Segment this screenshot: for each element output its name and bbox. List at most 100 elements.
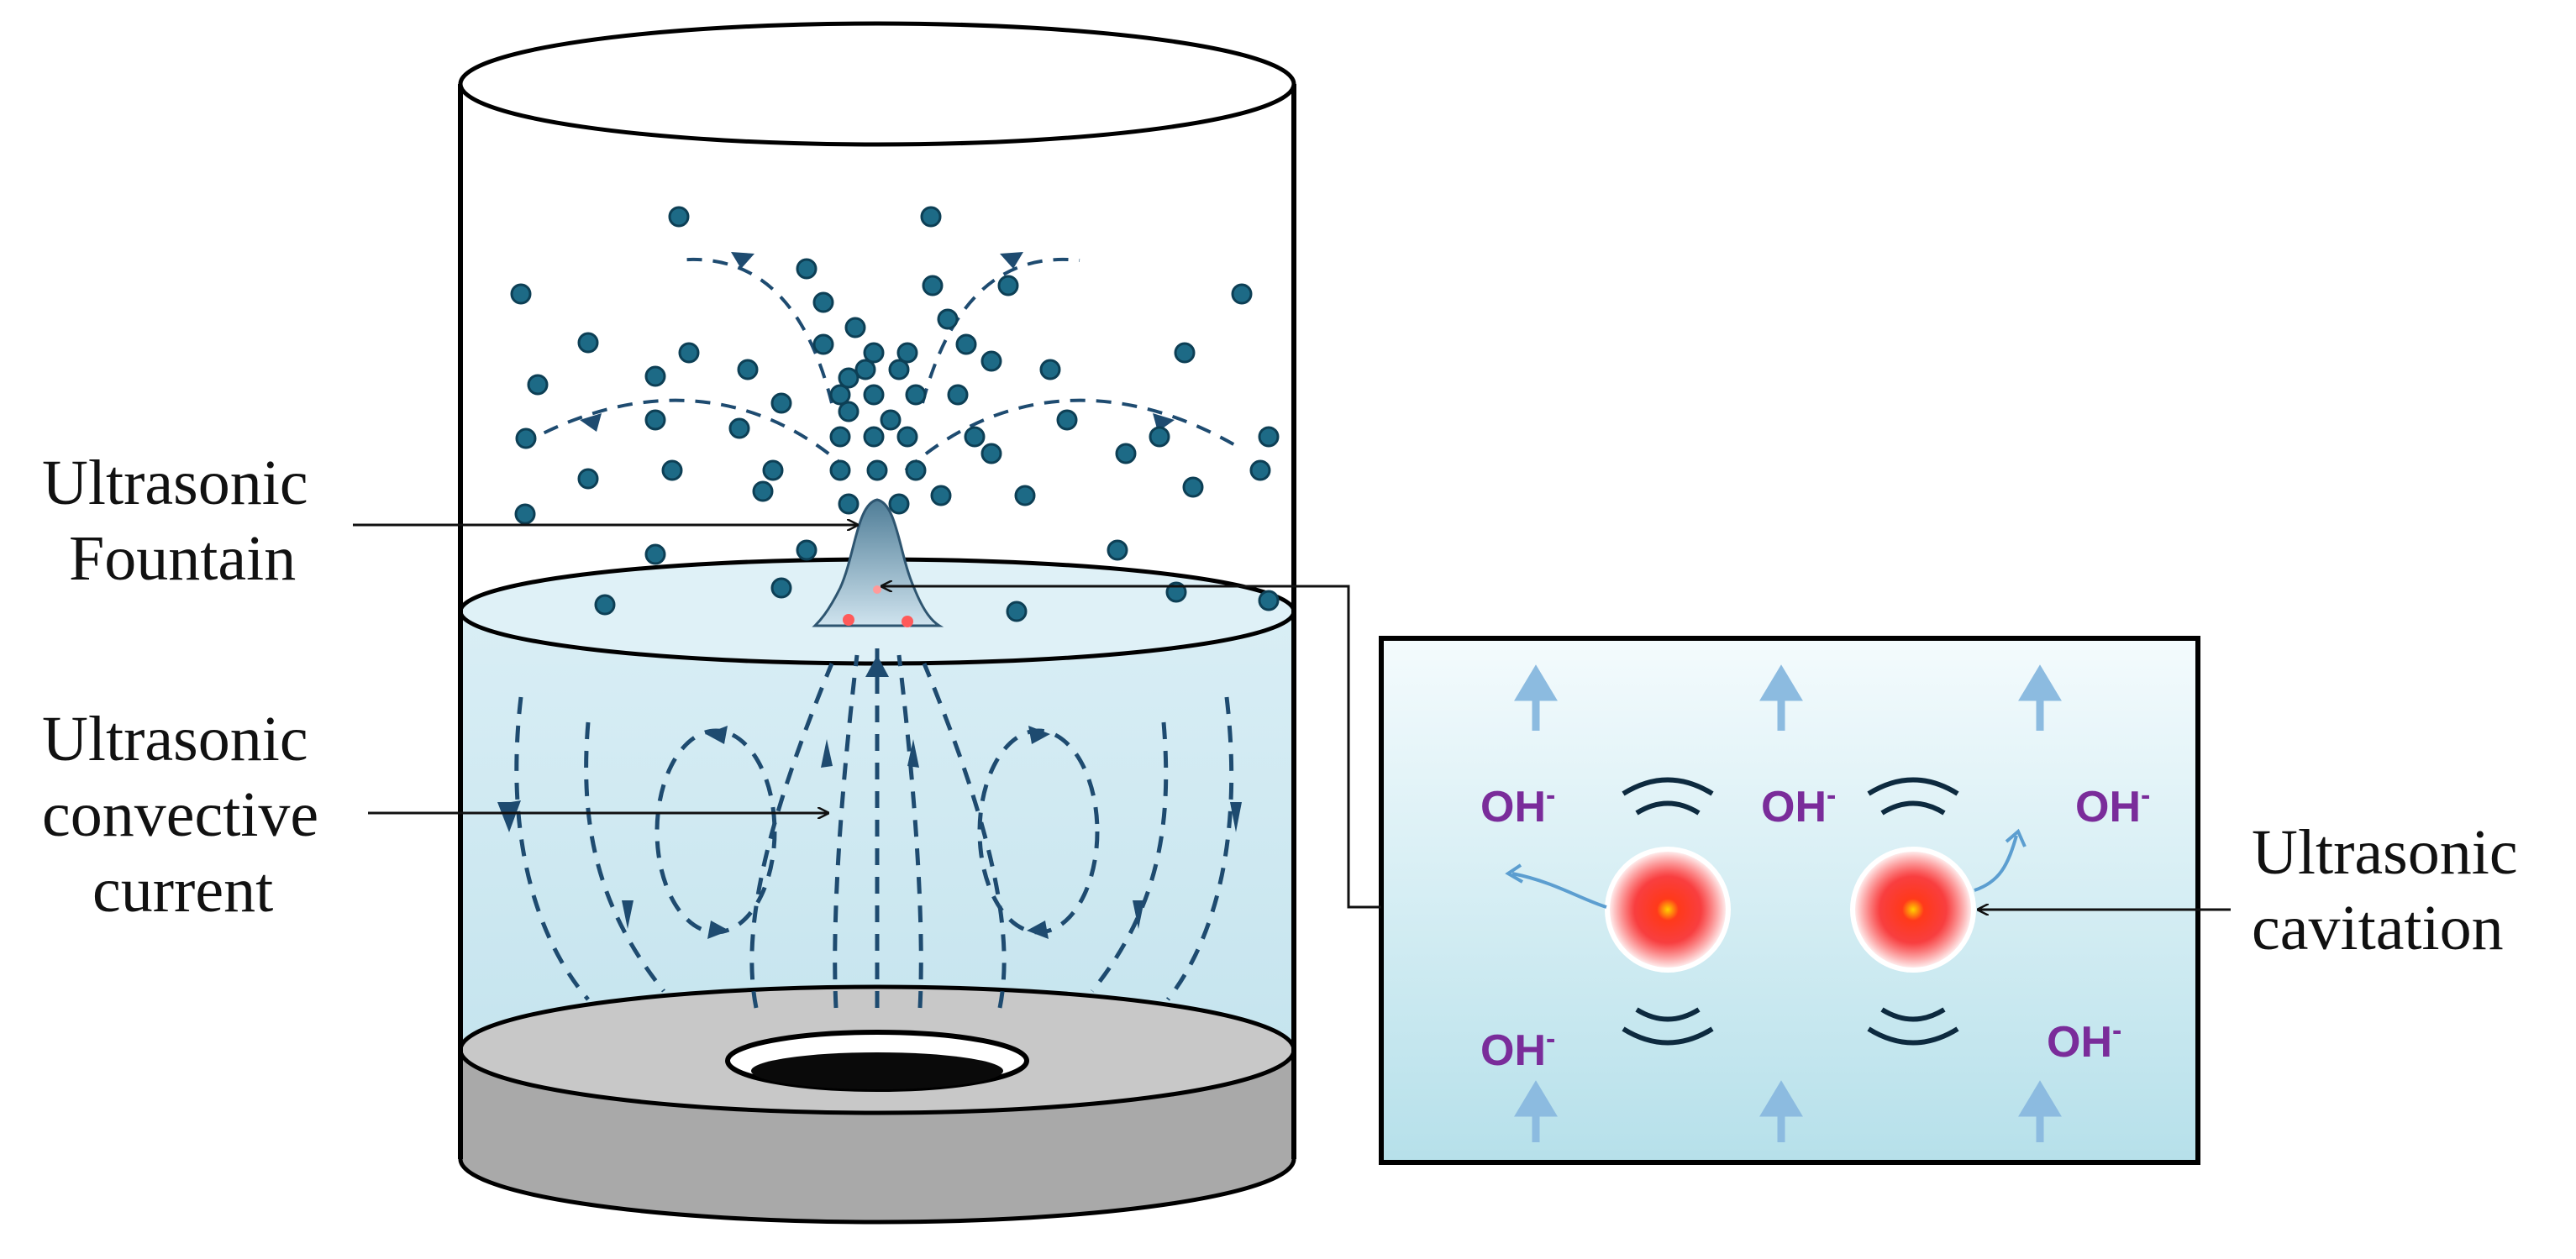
label-cavitation-line2: cavitation bbox=[2252, 893, 2504, 963]
radical-arrows bbox=[1505, 828, 2027, 909]
mist-droplet bbox=[997, 275, 1019, 296]
mist-droplet bbox=[866, 459, 888, 481]
mist-droplet bbox=[829, 384, 851, 406]
flow-line-left-3 bbox=[749, 663, 834, 1009]
mist-droplet bbox=[762, 459, 784, 481]
mist-droplet bbox=[1258, 426, 1280, 448]
cavitation-bubble bbox=[1605, 847, 1731, 973]
mist-droplet bbox=[829, 459, 851, 481]
fountain-cone bbox=[812, 498, 944, 627]
mist-droplet bbox=[880, 409, 902, 431]
vessel-rim bbox=[458, 21, 1296, 147]
label-fountain-line1: Ultrasonic bbox=[42, 448, 308, 518]
flow-line-left-2 bbox=[584, 721, 665, 993]
cavitation-panel-frame bbox=[1379, 636, 2200, 1165]
flow-line-outer-right bbox=[1166, 696, 1234, 1001]
cavity-spot bbox=[843, 614, 854, 626]
mist-droplet bbox=[1174, 342, 1196, 364]
mist-droplet bbox=[964, 426, 986, 448]
ion-label: OH- bbox=[1480, 1023, 1555, 1075]
mist-droplet bbox=[955, 333, 977, 355]
label-convective-line3: current bbox=[92, 855, 273, 926]
mist-droplet bbox=[863, 342, 885, 364]
mist-droplet bbox=[888, 359, 910, 380]
mist-droplet bbox=[644, 365, 666, 387]
label-fountain: Ultrasonic Fountain bbox=[42, 448, 308, 594]
mist-droplet bbox=[1249, 459, 1271, 481]
mist-droplet bbox=[514, 503, 536, 525]
mist-droplet bbox=[838, 401, 860, 422]
label-convective-line1: Ultrasonic bbox=[42, 704, 308, 774]
mist-droplet bbox=[1231, 283, 1253, 305]
flow-line-outer-left bbox=[514, 696, 590, 1001]
mist-droplet bbox=[844, 317, 866, 338]
mist-droplet bbox=[510, 283, 532, 305]
mist-droplet bbox=[1115, 443, 1137, 464]
label-convective: Ultrasonic convective current bbox=[42, 704, 318, 926]
mist-droplet bbox=[1258, 590, 1280, 611]
mist-droplet bbox=[796, 539, 817, 561]
mist-droplet bbox=[920, 206, 942, 228]
cavitation-panel: OH- OH- OH- OH- OH- bbox=[1379, 636, 2200, 1165]
mist-droplet bbox=[770, 577, 792, 599]
flow-line-center-right bbox=[896, 654, 923, 1009]
mist-droplet bbox=[1006, 601, 1028, 622]
ion-label: OH- bbox=[2047, 1015, 2121, 1067]
mist-droplet bbox=[896, 342, 918, 364]
flow-arrowheads bbox=[497, 655, 1242, 939]
mist-droplet bbox=[922, 275, 944, 296]
label-cavitation-line1: Ultrasonic bbox=[2252, 817, 2518, 888]
leader-lines bbox=[353, 525, 2231, 910]
leader-inset bbox=[882, 586, 1381, 909]
mist-droplet bbox=[905, 459, 927, 481]
flow-line-center-left bbox=[833, 654, 860, 1009]
mist-droplet bbox=[1014, 485, 1036, 506]
upward-arrows bbox=[1514, 664, 2062, 1142]
mist-droplet bbox=[980, 443, 1002, 464]
mist-droplet bbox=[863, 426, 885, 448]
transducer-hole-shadow bbox=[751, 1052, 1003, 1089]
mist-droplet bbox=[1149, 426, 1170, 448]
label-convective-line2: convective bbox=[42, 779, 318, 850]
mist-droplet bbox=[728, 417, 750, 439]
mist-droplet bbox=[838, 367, 860, 389]
spray-arrowheads bbox=[580, 252, 1175, 432]
mist-droplets bbox=[510, 206, 1280, 622]
mist-droplet bbox=[668, 206, 690, 228]
mist-droplet bbox=[812, 291, 834, 313]
mist-droplet bbox=[829, 426, 851, 448]
mist-droplet bbox=[947, 384, 969, 406]
mist-droplet bbox=[577, 468, 599, 490]
mist-droplet bbox=[770, 392, 792, 414]
mist-droplet bbox=[980, 350, 1002, 372]
mist-droplet bbox=[937, 308, 959, 330]
mist-droplet bbox=[644, 543, 666, 565]
mist-droplet bbox=[678, 342, 700, 364]
ultrasonic-fountain bbox=[812, 498, 944, 627]
mist-droplet bbox=[752, 480, 774, 502]
mist-droplet bbox=[838, 493, 860, 515]
flow-line-right-2 bbox=[1091, 721, 1169, 993]
cavitation-bubble bbox=[1850, 847, 1976, 973]
mist-droplet bbox=[863, 384, 885, 406]
flow-line-right-3 bbox=[922, 663, 1007, 1009]
ion-label: OH- bbox=[2075, 779, 2150, 831]
cavity-spot bbox=[873, 585, 881, 594]
label-cavitation: Ultrasonic cavitation bbox=[2252, 817, 2518, 963]
mist-droplet bbox=[644, 409, 666, 431]
sound-wave-arcs bbox=[1622, 777, 1959, 1046]
mist-droplet bbox=[888, 493, 910, 515]
mist-droplet bbox=[854, 359, 876, 380]
mist-droplet bbox=[594, 594, 616, 616]
mist-droplet bbox=[737, 359, 759, 380]
mist-droplet bbox=[812, 333, 834, 355]
mist-droplet bbox=[930, 485, 952, 506]
mist-droplet bbox=[1039, 359, 1061, 380]
cavity-spot bbox=[902, 616, 913, 627]
mist-droplet bbox=[1107, 539, 1128, 561]
mist-droplet bbox=[577, 332, 599, 354]
mist-droplet bbox=[796, 258, 817, 280]
mist-droplet bbox=[905, 384, 927, 406]
convective-flow bbox=[514, 638, 1234, 1009]
